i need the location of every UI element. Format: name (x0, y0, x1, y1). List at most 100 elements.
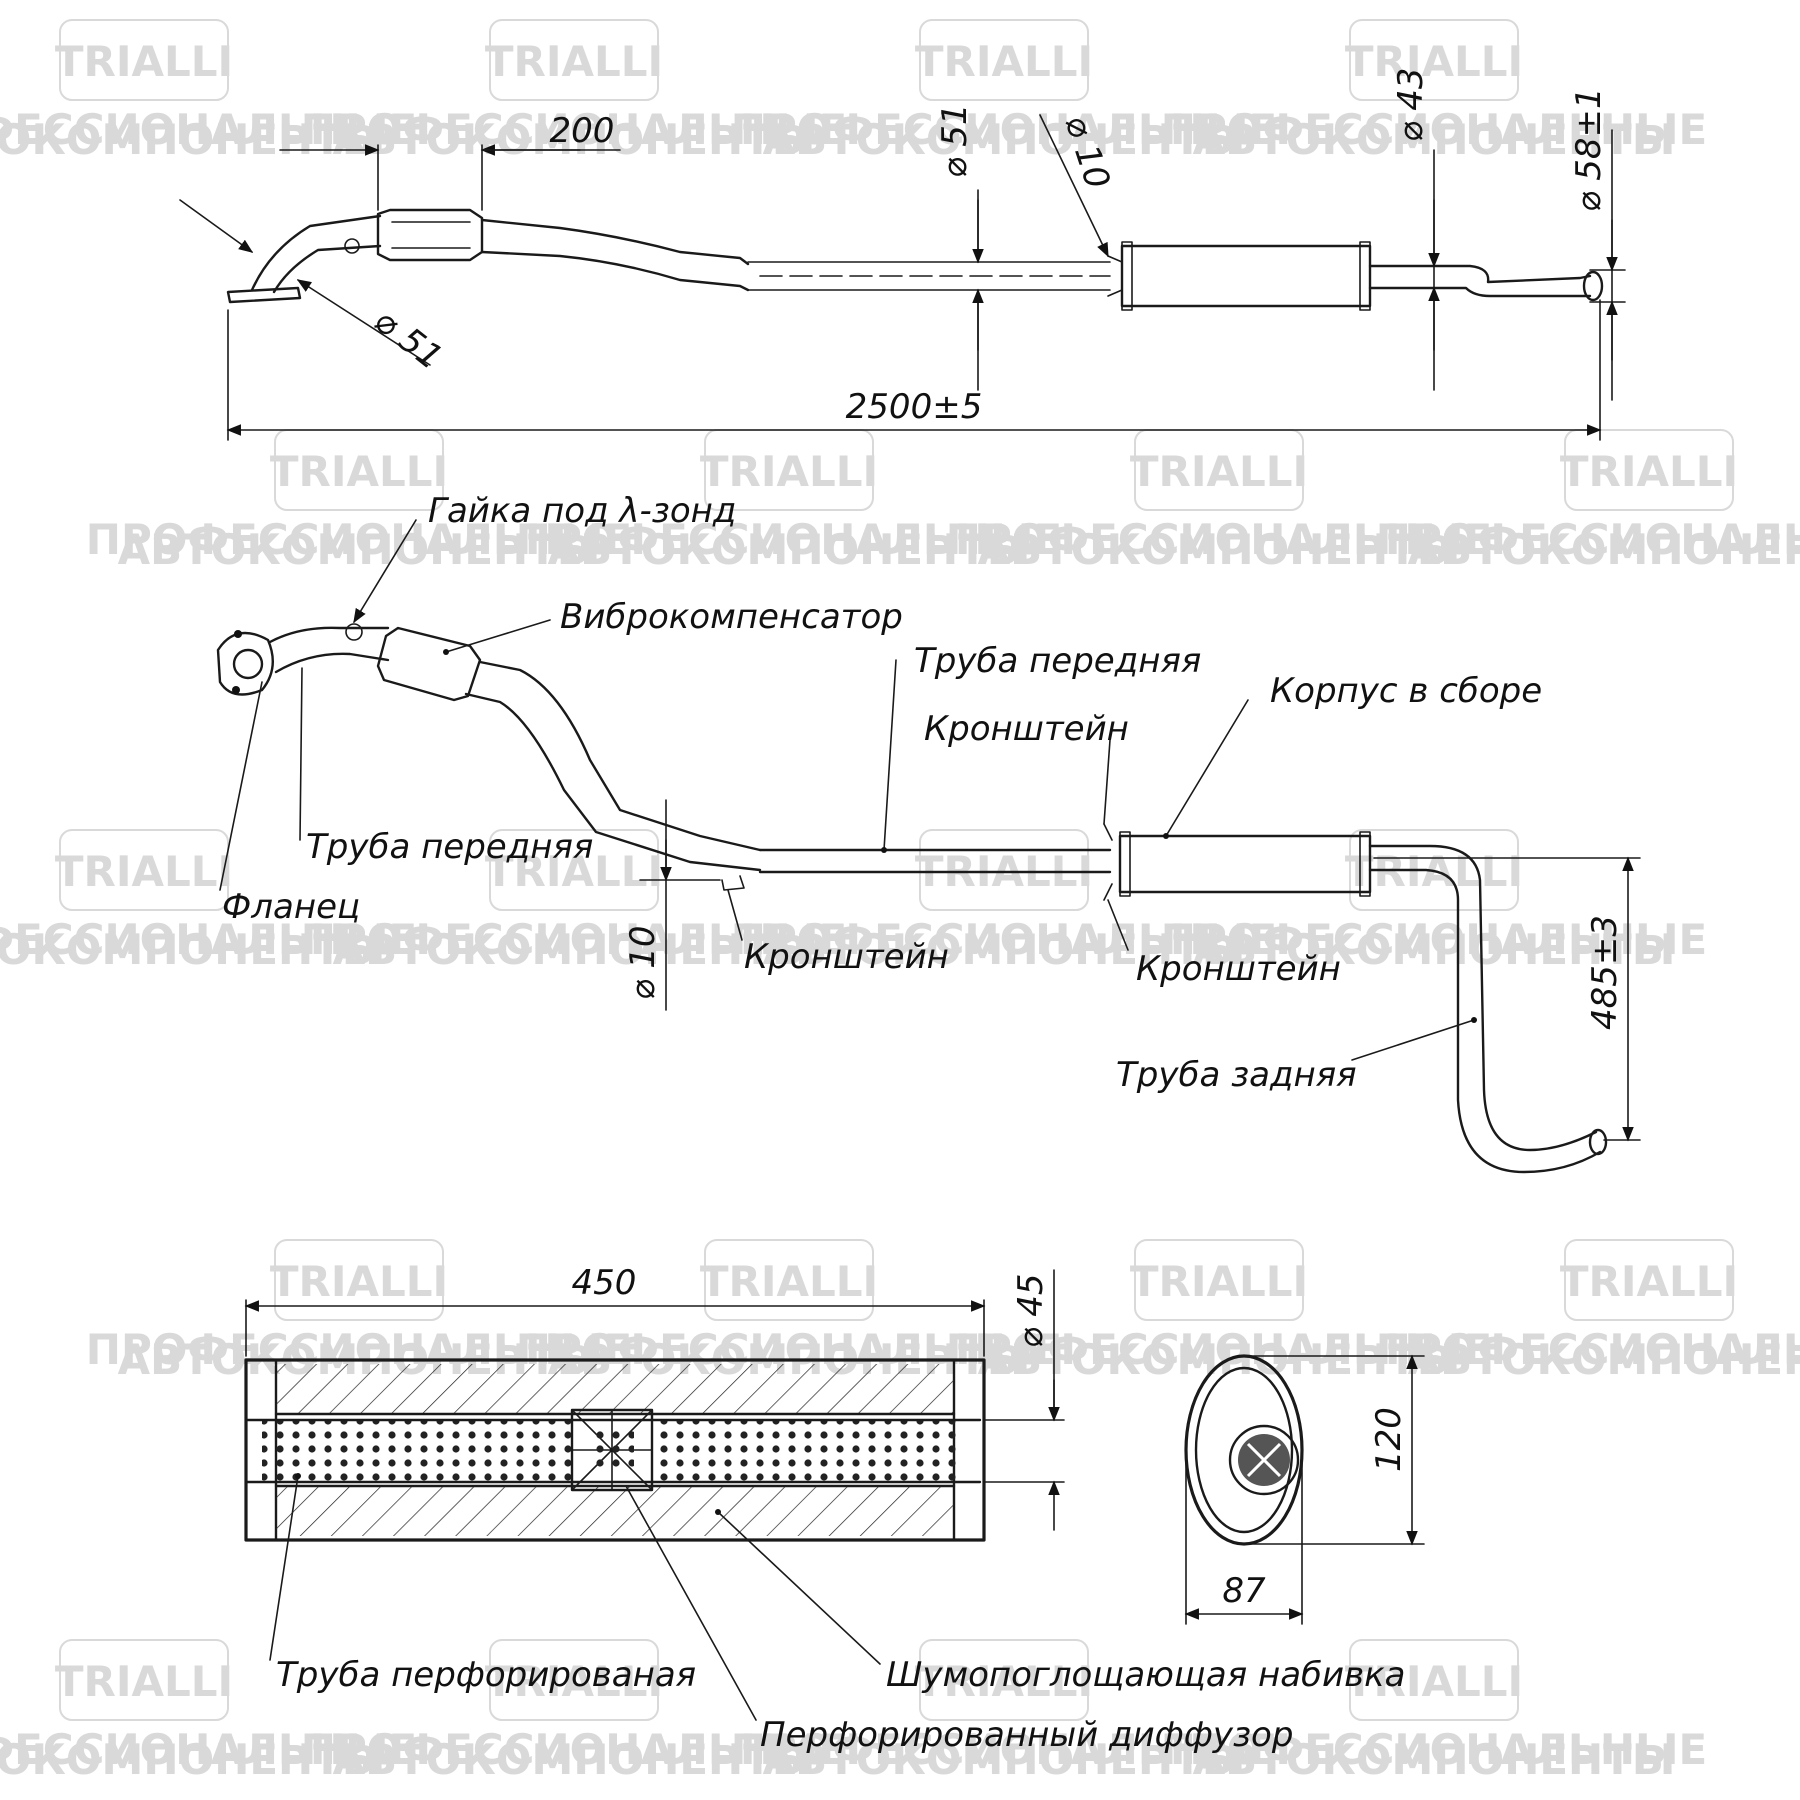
dim-flex-length: 200 (550, 111, 615, 151)
svg-text:ПРОФЕССИОНАЛЬНЫЕ: ПРОФЕССИОНАЛЬНЫЕ (0, 1725, 417, 1774)
dim-overall-ext (227, 299, 1601, 441)
dim-45-ext (983, 1419, 1065, 1483)
svg-text:ПРОФЕССИОНАЛЬНЫЕ: ПРОФЕССИОНАЛЬНЫЕ (516, 515, 1062, 564)
svg-text:TRIALLI: TRIALLI (1130, 447, 1308, 496)
top-flange (226, 286, 302, 304)
svg-text:TRIALLI: TRIALLI (55, 847, 233, 896)
leader-bracket3 (1107, 899, 1129, 951)
svg-text:ПРОФЕССИОНАЛЬНЫЕ: ПРОФЕССИОНАЛЬНЫЕ (946, 515, 1492, 564)
sec-packing-top (276, 1364, 954, 1414)
assy-front-pipe (464, 660, 762, 872)
dim-drop-ext (1373, 857, 1641, 1141)
top-front-pipe (480, 218, 750, 292)
leader-bracket1 (1103, 739, 1111, 825)
svg-text:АВТОКОМПОНЕНТЫ: АВТОКОМПОНЕНТЫ (0, 925, 385, 974)
top-muffler-cap-right (1359, 241, 1371, 311)
top-flex-joint (376, 208, 484, 262)
svg-text:ПРОФЕССИОНАЛЬНЫЕ: ПРОФЕССИОНАЛЬНЫЕ (731, 105, 1277, 154)
svg-text:TRIALLI: TRIALLI (485, 1657, 663, 1706)
label-rear-pipe: Труба задняя (1116, 1055, 1357, 1095)
label-flex: Виброкомпенсатор (560, 597, 903, 637)
assy-flange (216, 631, 274, 696)
svg-text:TRIALLI: TRIALLI (270, 1257, 448, 1306)
dim-inlet-arrow2 (296, 279, 431, 366)
label-packing: Шумопоглощающая набивка (886, 1655, 1406, 1695)
svg-text:АВТОКОМПОНЕНТЫ: АВТОКОМПОНЕНТЫ (1193, 925, 1676, 974)
svg-text:АВТОКОМПОНЕНТЫ: АВТОКОМПОНЕНТЫ (1193, 1735, 1676, 1784)
sec-perf-pipe-right (652, 1420, 962, 1482)
top-bracket (1107, 255, 1123, 297)
dim-87-ext (1185, 1449, 1303, 1625)
top-front-pipe-straight (747, 261, 1111, 291)
top-outlet (1582, 270, 1604, 302)
svg-text:TRIALLI: TRIALLI (1560, 1257, 1738, 1306)
svg-text:АВТОКОМПОНЕНТЫ: АВТОКОМПОНЕНТЫ (333, 925, 816, 974)
svg-text:TRIALLI: TRIALLI (700, 447, 878, 496)
leader-rear-pipe-dot (1471, 1017, 1477, 1023)
svg-text:TRIALLI: TRIALLI (700, 1257, 878, 1306)
assy-flange-bolt1 (234, 630, 242, 638)
svg-text:TRIALLI: TRIALLI (1130, 1257, 1308, 1306)
svg-text:TRIALLI: TRIALLI (1345, 37, 1523, 86)
label-front-pipe-2: Труба передняя (306, 827, 593, 867)
sec-diffuser-perf (590, 1428, 634, 1472)
leader-perf-pipe (269, 1475, 299, 1661)
dim-200-ext (377, 144, 483, 211)
assy-rear-pipe (1368, 844, 1602, 1174)
svg-text:TRIALLI: TRIALLI (1560, 447, 1738, 496)
label-perf-pipe: Труба перфорированая (276, 1655, 696, 1695)
svg-text:ПРОФЕССИОНАЛЬНЫЕ: ПРОФЕССИОНАЛЬНЫЕ (1376, 1325, 1800, 1374)
leader-packing (717, 1511, 881, 1665)
svg-text:TRIALLI: TRIALLI (915, 1657, 1093, 1706)
assy-flex-joint (376, 626, 482, 702)
assembly-view: Гайка под λ-зонд Виброкомпенсатор Труба … (216, 491, 1641, 1174)
label-housing: Корпус в сборе (1270, 671, 1542, 711)
svg-text:ПРОФЕССИОНАЛЬНЫЕ: ПРОФЕССИОНАЛЬНЫЕ (301, 1725, 847, 1774)
svg-text:АВТОКОМПОНЕНТЫ: АВТОКОМПОНЕНТЫ (763, 925, 1246, 974)
svg-text:АВТОКОМПОНЕНТЫ: АВТОКОМПОНЕНТЫ (1408, 525, 1800, 574)
svg-text:TRIALLI: TRIALLI (270, 447, 448, 496)
dim-120-ext (1249, 1355, 1425, 1545)
svg-text:АВТОКОМПОНЕНТЫ: АВТОКОМПОНЕНТЫ (118, 525, 601, 574)
label-bracket-2: Кронштейн (744, 937, 949, 977)
svg-text:ПРОФЕССИОНАЛЬНЫЕ: ПРОФЕССИОНАЛЬНЫЕ (731, 1725, 1277, 1774)
svg-text:ПРОФЕССИОНАЛЬНЫЕ: ПРОФЕССИОНАЛЬНЫЕ (86, 515, 632, 564)
svg-text:ПРОФЕССИОНАЛЬНЫЕ: ПРОФЕССИОНАЛЬНЫЕ (0, 915, 417, 964)
leader-packing-dot (715, 1509, 721, 1515)
svg-text:АВТОКОМПОНЕНТЫ: АВТОКОМПОНЕНТЫ (333, 1735, 816, 1784)
label-front-pipe-1: Труба передняя (914, 641, 1201, 681)
assy-muffler-cap-l (1119, 831, 1131, 897)
dim-inlet-arrow1 (179, 199, 254, 253)
svg-text:АВТОКОМПОНЕНТЫ: АВТОКОМПОНЕНТЫ (0, 115, 385, 164)
leader-bracket2 (727, 889, 743, 941)
svg-text:ПРОФЕССИОНАЛЬНЫЕ: ПРОФЕССИОНАЛЬНЫЕ (1161, 915, 1707, 964)
sec-pipe-walls (244, 1418, 982, 1484)
section-view: 450 ⌀ 45 120 87 Труба перфорированая Шум… (244, 1263, 1425, 1755)
svg-text:TRIALLI: TRIALLI (55, 37, 233, 86)
sec-packing-borders (274, 1412, 956, 1488)
sec-end-oval-inner (1194, 1366, 1294, 1534)
leader-front-pipe (883, 659, 897, 851)
watermark-layer: TRIALLIПРОФЕССИОНАЛЬНЫЕАВТОКОМПОНЕНТЫTRI… (0, 19, 1800, 1784)
top-muffler (1120, 244, 1372, 308)
leader-flex (445, 619, 551, 653)
assy-outlet (1588, 1128, 1608, 1156)
sec-packing-bottom (276, 1486, 954, 1536)
svg-text:АВТОКОМПОНЕНТЫ: АВТОКОМПОНЕНТЫ (978, 1335, 1461, 1384)
dim-inlet-dia: ⌀ 51 (366, 301, 449, 378)
leader-housing (1165, 699, 1249, 837)
svg-text:ПРОФЕССИОНАЛЬНЫЕ: ПРОФЕССИОНАЛЬНЫЕ (1161, 1725, 1707, 1774)
leader-flange (219, 681, 263, 891)
svg-text:ПРОФЕССИОНАЛЬНЫЕ: ПРОФЕССИОНАЛЬНЫЕ (301, 105, 847, 154)
dim-tail-dia: ⌀ 43 (1391, 67, 1431, 142)
